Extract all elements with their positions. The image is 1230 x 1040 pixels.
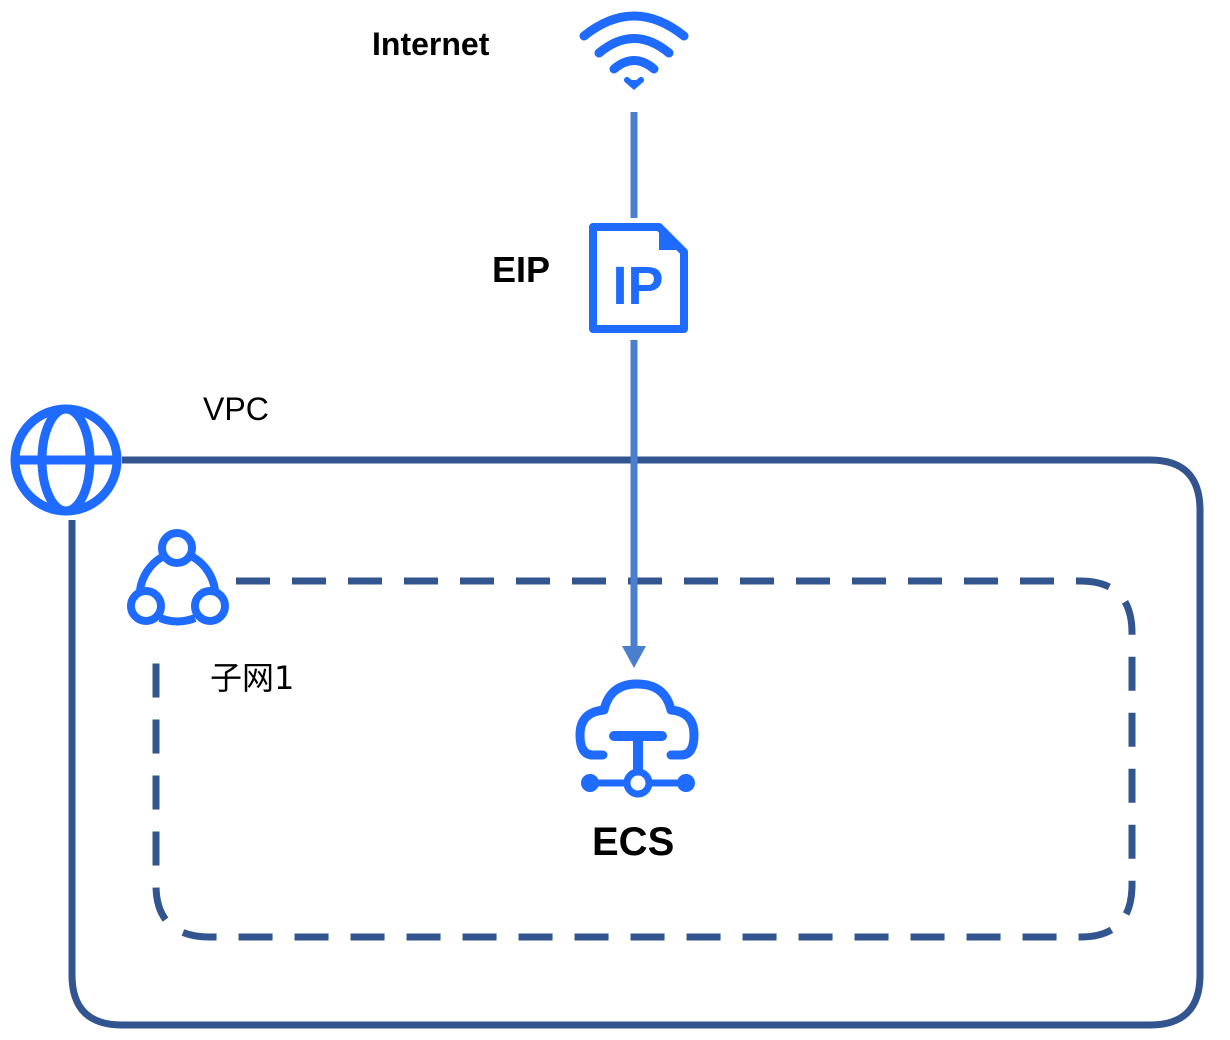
- subnet-label: 子网1: [210, 659, 295, 697]
- subnet-nodes-icon: [127, 529, 229, 626]
- arrowhead-to-ecs: [622, 646, 646, 668]
- globe-icon: [10, 404, 122, 516]
- vpc-label: VPC: [203, 391, 269, 427]
- internet-label: Internet: [372, 26, 490, 62]
- vpc-container-border: [68, 456, 1204, 1029]
- cloud-server-icon: [575, 679, 699, 798]
- subnet-container-border: [152, 577, 1136, 941]
- ip-icon-text: IP: [612, 256, 663, 316]
- ecs-label: ECS: [592, 820, 675, 864]
- eip-label: EIP: [492, 249, 551, 290]
- ip-document-icon: IP: [589, 223, 688, 333]
- wifi-icon: [579, 11, 689, 90]
